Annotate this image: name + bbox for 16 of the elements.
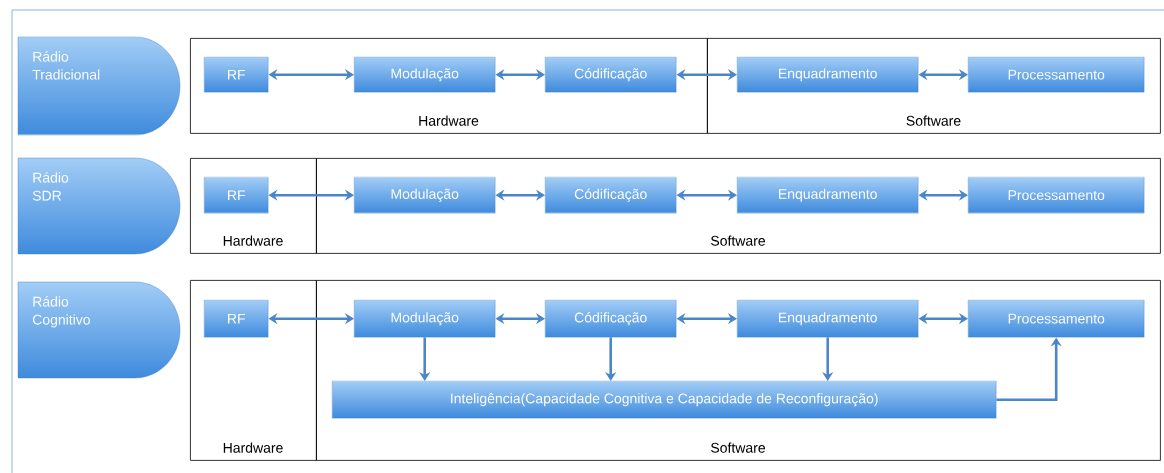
process-box: Modulação — [354, 300, 496, 338]
process-box: Processamento — [968, 177, 1145, 214]
process-box: RF — [204, 177, 269, 214]
process-box: Enquadramento — [737, 57, 919, 93]
process-box: Enquadramento — [737, 300, 919, 338]
process-box: Processamento — [968, 57, 1145, 93]
process-box: Códificação — [545, 177, 677, 214]
process-box: Processamento — [968, 300, 1145, 338]
process-box: RF — [204, 300, 269, 338]
process-box: Códificação — [545, 300, 677, 338]
process-box: Códificação — [545, 57, 677, 93]
process-box: Modulação — [354, 177, 496, 214]
process-box: Enquadramento — [737, 177, 919, 214]
process-box: Inteligência(Capacidade Cognitiva e Capacidade de Reconfiguração) — [332, 381, 997, 419]
process-box: RF — [204, 57, 269, 93]
process-box: Modulação — [354, 57, 496, 93]
